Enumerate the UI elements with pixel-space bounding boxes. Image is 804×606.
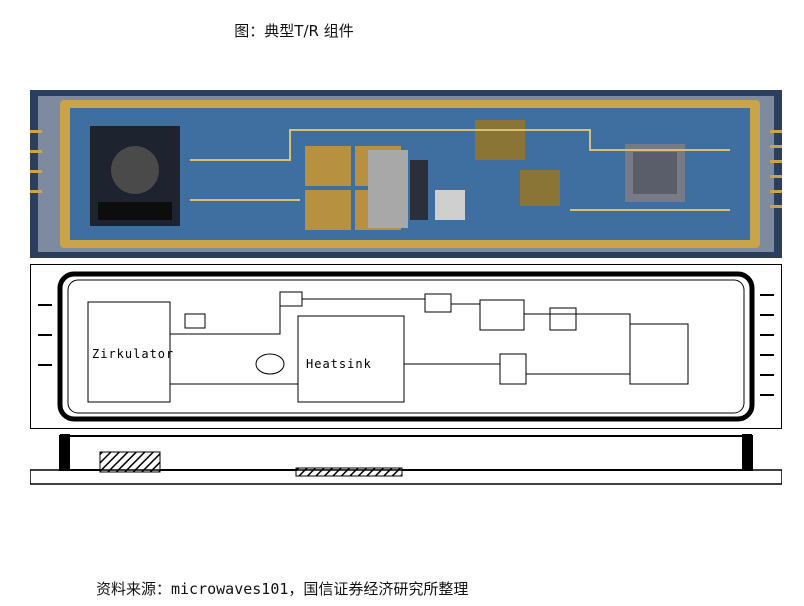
tr-module-layout-drawing: Zirkulator Heatsink <box>30 264 782 429</box>
zirkulator-label: Zirkulator <box>92 347 174 361</box>
source-note: 资料来源：microwaves101，国信证券经济研究所整理 <box>96 580 469 598</box>
tr-module-side-view <box>30 434 782 485</box>
figure-title: 图：典型T/R 组件 <box>234 22 354 40</box>
tr-module-photo <box>30 90 782 258</box>
heatsink-label: Heatsink <box>306 357 372 371</box>
